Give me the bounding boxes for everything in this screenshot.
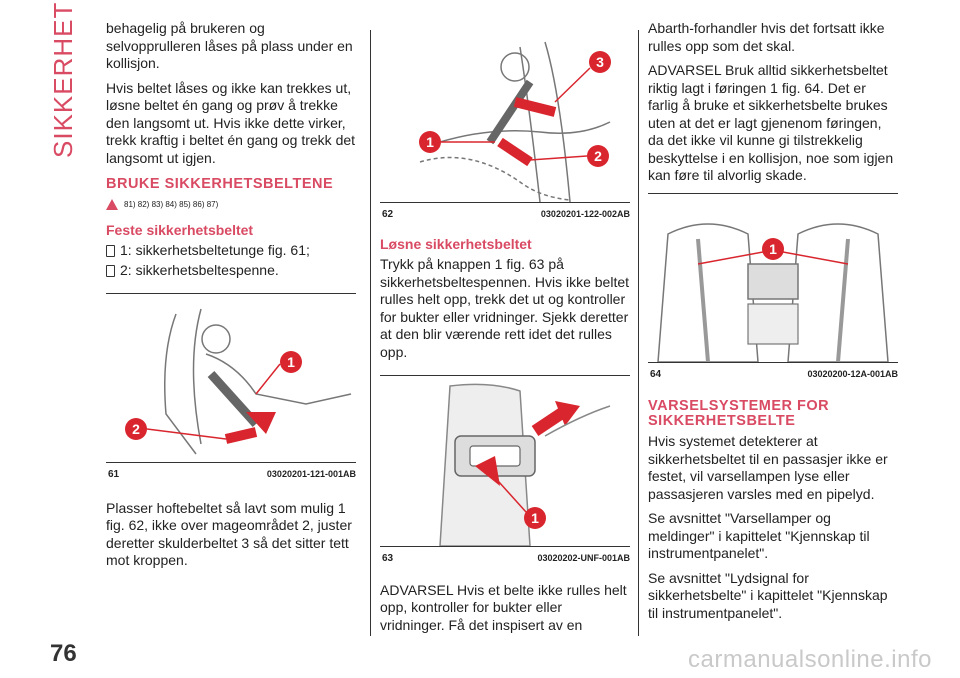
column-3: Abarth-forhandler hvis det fortsatt ikke… bbox=[648, 20, 898, 629]
paragraph: Abarth-forhandler hvis det fortsatt ikke… bbox=[648, 20, 885, 54]
seatbelt-position-illustration: 3 1 2 bbox=[419, 41, 611, 202]
paragraph: Hvis beltet låses og ikke kan trekkes ut… bbox=[106, 79, 356, 166]
svg-text:1: 1 bbox=[426, 134, 434, 150]
svg-text:1: 1 bbox=[531, 510, 539, 526]
paragraph: Trykk på knappen 1 fig. 63 på sikkerhets… bbox=[380, 256, 630, 360]
footer-watermark: carmanualsonline.info bbox=[688, 646, 932, 673]
column-divider bbox=[370, 30, 371, 636]
callout-2: 2 bbox=[132, 421, 140, 437]
svg-text:1: 1 bbox=[769, 241, 777, 257]
column-divider bbox=[638, 30, 639, 636]
warning-references: 81) 82) 83) 84) 85) 86) 87) bbox=[106, 196, 356, 214]
svg-text:2: 2 bbox=[594, 148, 602, 164]
paragraph: ADVARSEL Hvis et belte ikke rulles helt … bbox=[380, 581, 627, 633]
paragraph: ADVARSEL Bruk alltid sikkerhetsbeltet ri… bbox=[648, 62, 894, 183]
section-heading: VARSELSYSTEMER FOR SIKKERHETSBELTE bbox=[648, 398, 830, 429]
bullet-box-icon bbox=[106, 264, 115, 277]
column-1: behagelig på brukeren og selvopprulleren… bbox=[106, 20, 356, 577]
paragraph: behagelig på brukeren og selvopprulleren… bbox=[106, 20, 353, 71]
warning-icon bbox=[106, 199, 118, 211]
page-number: 76 bbox=[50, 640, 77, 667]
section-heading: BRUKE SIKKERHETSBELTENE bbox=[106, 176, 334, 192]
paragraph: Hvis systemet detekterer at sikkerhetsbe… bbox=[648, 433, 888, 502]
paragraph: Plasser hoftebeltet så lavt som mulig 1 … bbox=[106, 499, 352, 569]
subheading: Løsne sikkerhetsbeltet bbox=[380, 235, 532, 252]
figure-62: 3 1 2 bbox=[380, 32, 630, 203]
paragraph: Se avsnittet "Varsellamper og meldinger"… bbox=[648, 510, 870, 561]
subheading: Feste sikkerhetsbeltet bbox=[106, 221, 254, 238]
seatbelt-buckle-illustration: 1 2 bbox=[125, 308, 352, 455]
chapter-side-tab: SIKKERHET bbox=[48, 1, 78, 158]
figure-63: 1 bbox=[380, 375, 630, 547]
paragraph: Se avsnittet "Lydsignal for sikkerhetsbe… bbox=[648, 569, 888, 621]
callout-1: 1 bbox=[287, 354, 295, 370]
list-item: 2: sikkerhetsbeltespenne. bbox=[106, 262, 356, 280]
svg-text:3: 3 bbox=[596, 54, 604, 70]
bullet-box-icon bbox=[106, 245, 115, 257]
figure-64: 1 bbox=[648, 192, 898, 363]
figure-61: 1 2 bbox=[106, 293, 356, 463]
buckle-release-illustration: 1 bbox=[439, 383, 611, 546]
belt-guide-illustration: 1 bbox=[657, 222, 889, 362]
list-item: 1: sikkerhetsbeltetunge fig. 61; bbox=[106, 242, 356, 260]
